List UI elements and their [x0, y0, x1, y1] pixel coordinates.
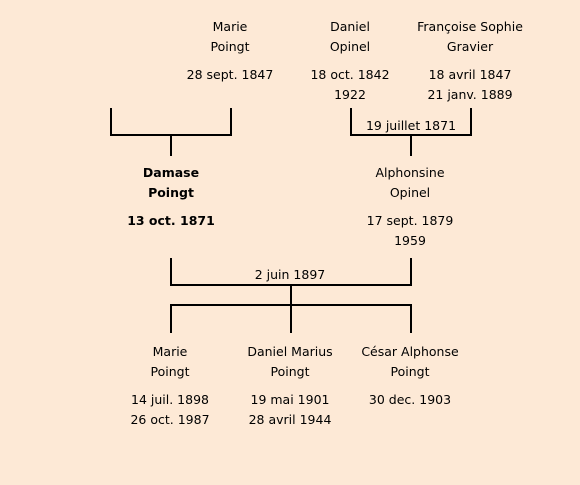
person-card-francoise-sophie-gravier[interactable]: Françoise Sophie Gravier 18 avril 1847 2… — [395, 17, 545, 105]
person-card-daniel-opinel[interactable]: Daniel Opinel 18 oct. 1842 1922 — [275, 17, 425, 105]
person-last-name: Poingt — [148, 185, 194, 200]
person-death-date: 21 janv. 1889 — [427, 87, 513, 102]
person-birth-date: 28 sept. 1847 — [186, 67, 274, 82]
person-birth-date: 17 sept. 1879 — [366, 213, 454, 228]
person-last-name: Poingt — [390, 364, 430, 379]
person-card-alphonsine-opinel[interactable]: Alphonsine Opinel 17 sept. 1879 1959 — [335, 163, 485, 251]
person-last-name: Poingt — [270, 364, 310, 379]
person-first-name: Daniel — [330, 19, 370, 34]
person-first-name: Marie — [212, 19, 248, 34]
person-card-cesar-alphonse-poingt[interactable]: César Alphonse Poingt 30 dec. 1903 — [335, 342, 485, 410]
person-last-name: Opinel — [389, 185, 431, 200]
person-card-daniel-marius-poingt[interactable]: Daniel Marius Poingt 19 mai 1901 28 avri… — [215, 342, 365, 430]
person-last-name: Gravier — [446, 39, 494, 54]
marriage-date-parents: 2 juin 1897 — [254, 267, 326, 282]
person-first-name: Damase — [142, 165, 200, 180]
person-death-date: 26 oct. 1987 — [130, 412, 210, 427]
person-birth-date: 30 dec. 1903 — [368, 392, 452, 407]
person-card-marie-poingt-1898[interactable]: Marie Poingt 14 juil. 1898 26 oct. 1987 — [95, 342, 245, 430]
person-birth-date: 14 juil. 1898 — [131, 392, 209, 407]
person-last-name: Poingt — [210, 39, 250, 54]
person-first-name: Alphonsine — [375, 165, 445, 180]
person-first-name: Françoise Sophie — [417, 19, 523, 34]
person-card-damase-poingt[interactable]: Damase Poingt 13 oct. 1871 — [96, 163, 246, 231]
person-death-date: 1922 — [334, 87, 366, 102]
person-card-marie-poingt-1847[interactable]: Marie Poingt 28 sept. 1847 — [155, 17, 305, 85]
person-last-name: Poingt — [150, 364, 190, 379]
person-first-name: César Alphonse — [361, 344, 459, 359]
person-birth-date: 19 mai 1901 — [250, 392, 330, 407]
person-first-name: Marie — [152, 344, 188, 359]
person-first-name: Daniel Marius — [247, 344, 333, 359]
person-death-date: 1959 — [394, 233, 426, 248]
person-death-date: 28 avril 1944 — [248, 412, 332, 427]
person-last-name: Opinel — [329, 39, 371, 54]
marriage-date-grandparents: 19 juillet 1871 — [365, 118, 457, 133]
person-birth-date: 18 oct. 1842 — [310, 67, 390, 82]
person-birth-date: 18 avril 1847 — [428, 67, 512, 82]
person-birth-date: 13 oct. 1871 — [127, 213, 215, 228]
